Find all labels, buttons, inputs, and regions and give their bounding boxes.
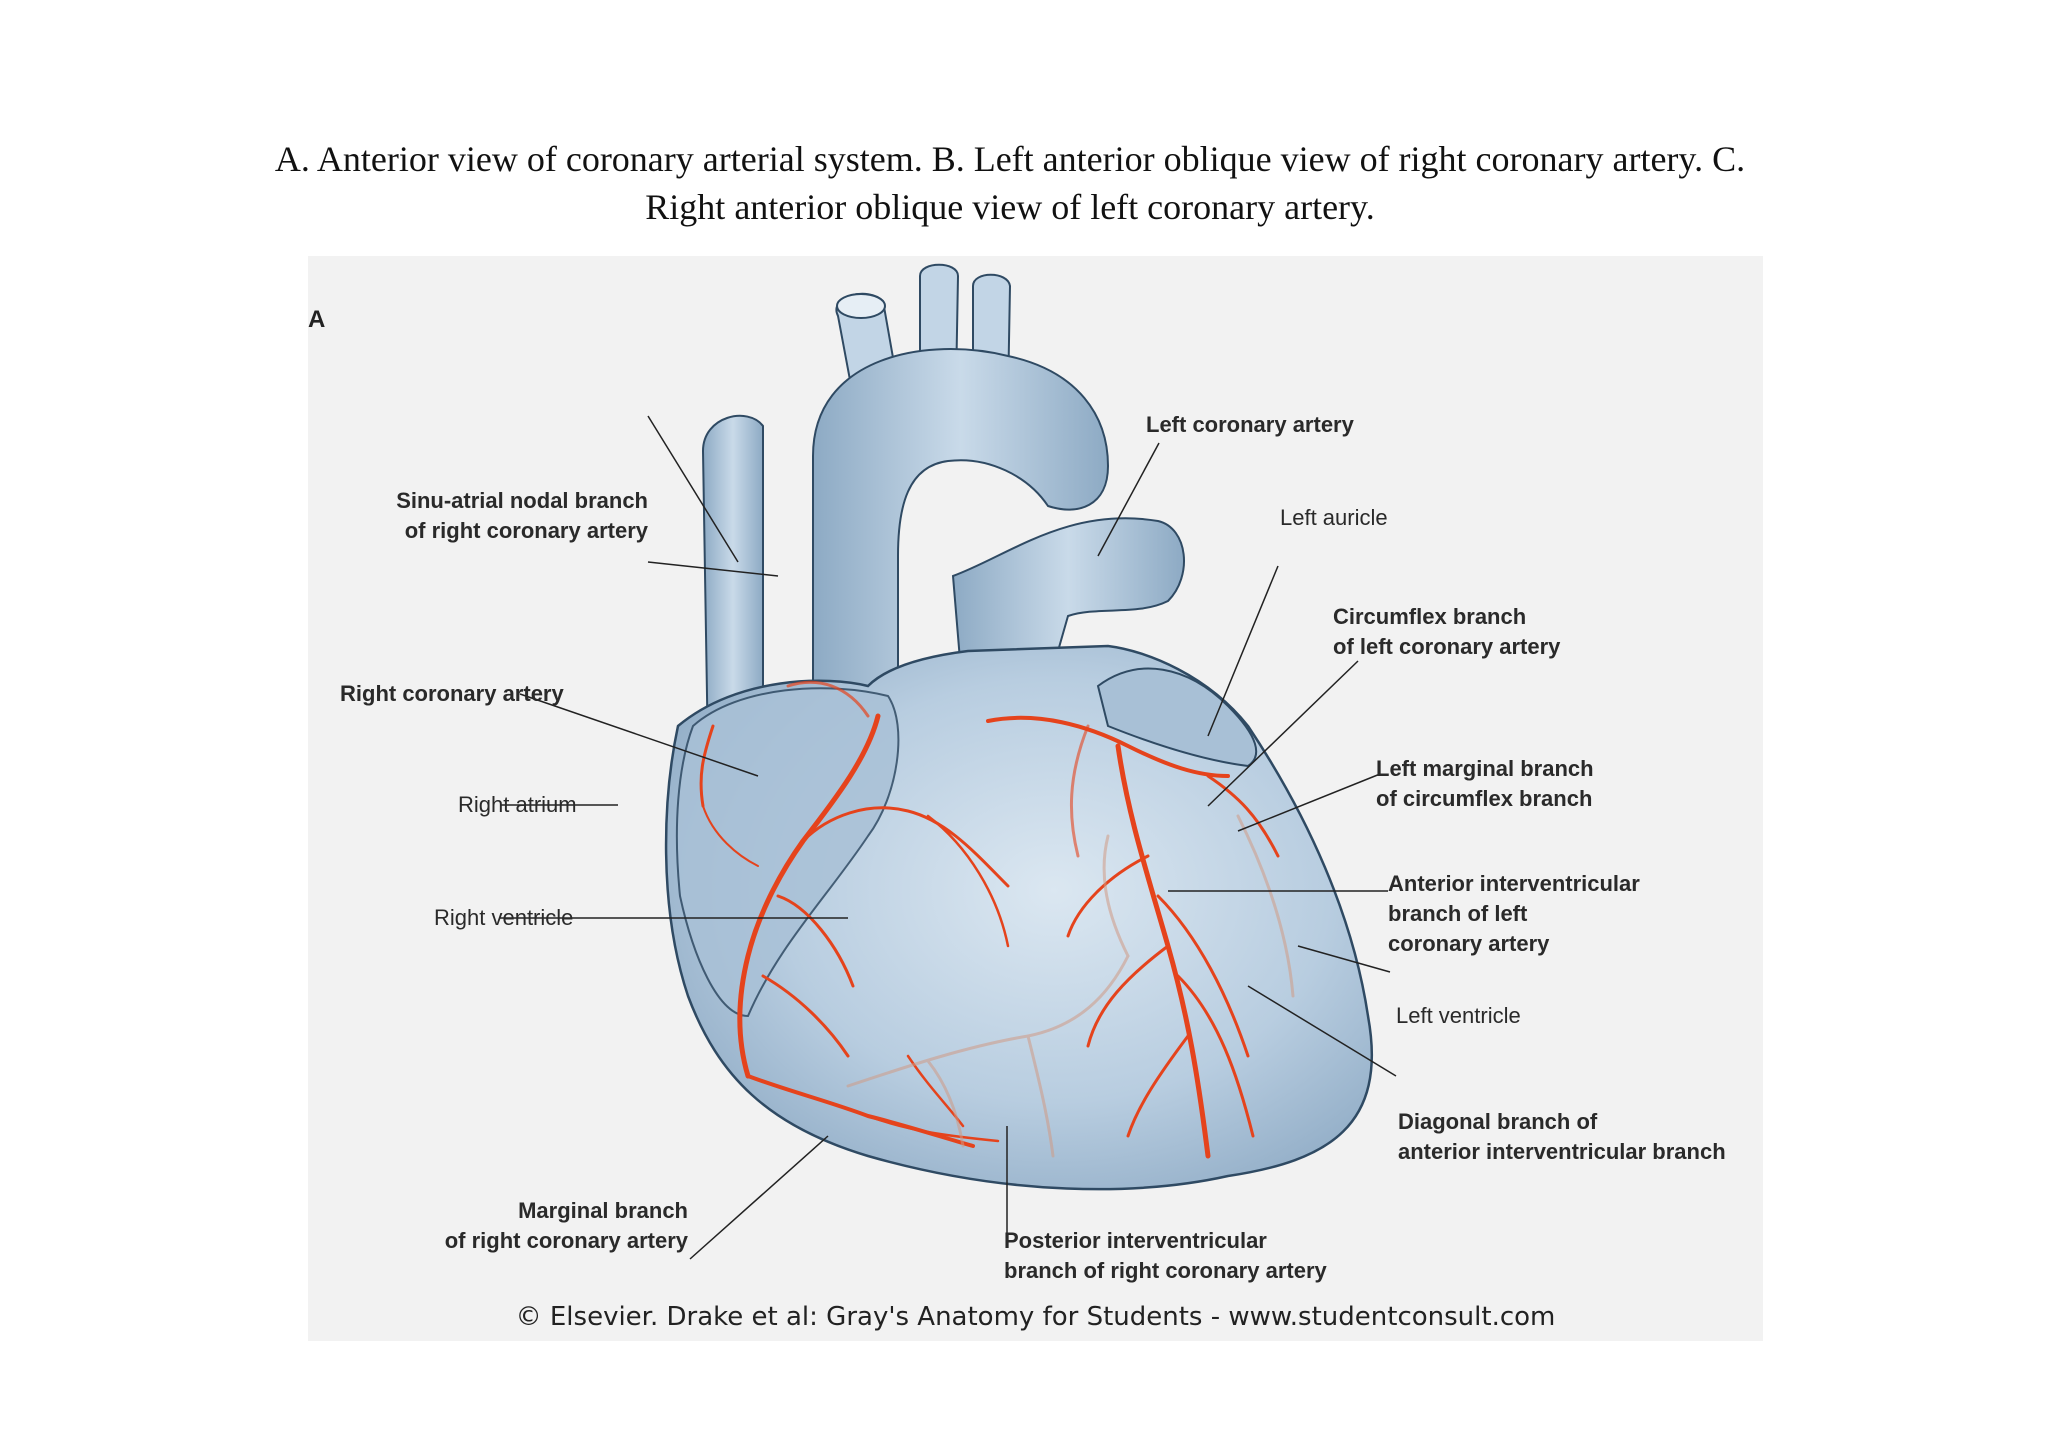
superior-vena-cava (701, 414, 764, 758)
label-right-ventricle: Right ventricle (434, 905, 574, 930)
label-left-marginal-branch: Left marginal branch of circumflex branc… (1376, 756, 1594, 811)
heart-illustration (500, 263, 1397, 1260)
brachiocephalic-opening (836, 293, 886, 319)
label-posterior-interventricular-branch: Posterior interventricular branch of rig… (1004, 1228, 1327, 1283)
label-sinu-atrial-nodal-branch: Sinu-atrial nodal branch of right corona… (396, 488, 648, 543)
copyright-credit: © Elsevier. Drake et al: Gray's Anatomy … (515, 1302, 1556, 1332)
label-right-atrium: Right atrium (458, 792, 577, 817)
label-anterior-interventricular-branch: Anterior interventricular branch of left… (1388, 871, 1640, 956)
label-left-ventricle: Left ventricle (1396, 1003, 1521, 1028)
left-auricle-shape (1096, 667, 1258, 768)
leader-lines (500, 415, 1397, 1260)
heart-figure: A Sinu-atrial nodal branch of right coro… (308, 256, 1763, 1341)
posterior-arteries-faint (846, 814, 1295, 1158)
label-left-auricle: Left auricle (1280, 505, 1388, 530)
label-diagonal-branch: Diagonal branch of anterior interventric… (1398, 1109, 1726, 1164)
label-right-coronary-artery: Right coronary artery (340, 681, 564, 706)
label-marginal-branch-right: Marginal branch of right coronary artery (444, 1198, 688, 1253)
figure-caption: A. Anterior view of coronary arterial sy… (274, 139, 1746, 227)
label-left-coronary-artery: Left coronary artery (1146, 412, 1354, 437)
aortic-arch (812, 348, 1110, 738)
panel-letter: A (308, 306, 326, 333)
label-circumflex-branch: Circumflex branch of left coronary arter… (1333, 604, 1561, 659)
